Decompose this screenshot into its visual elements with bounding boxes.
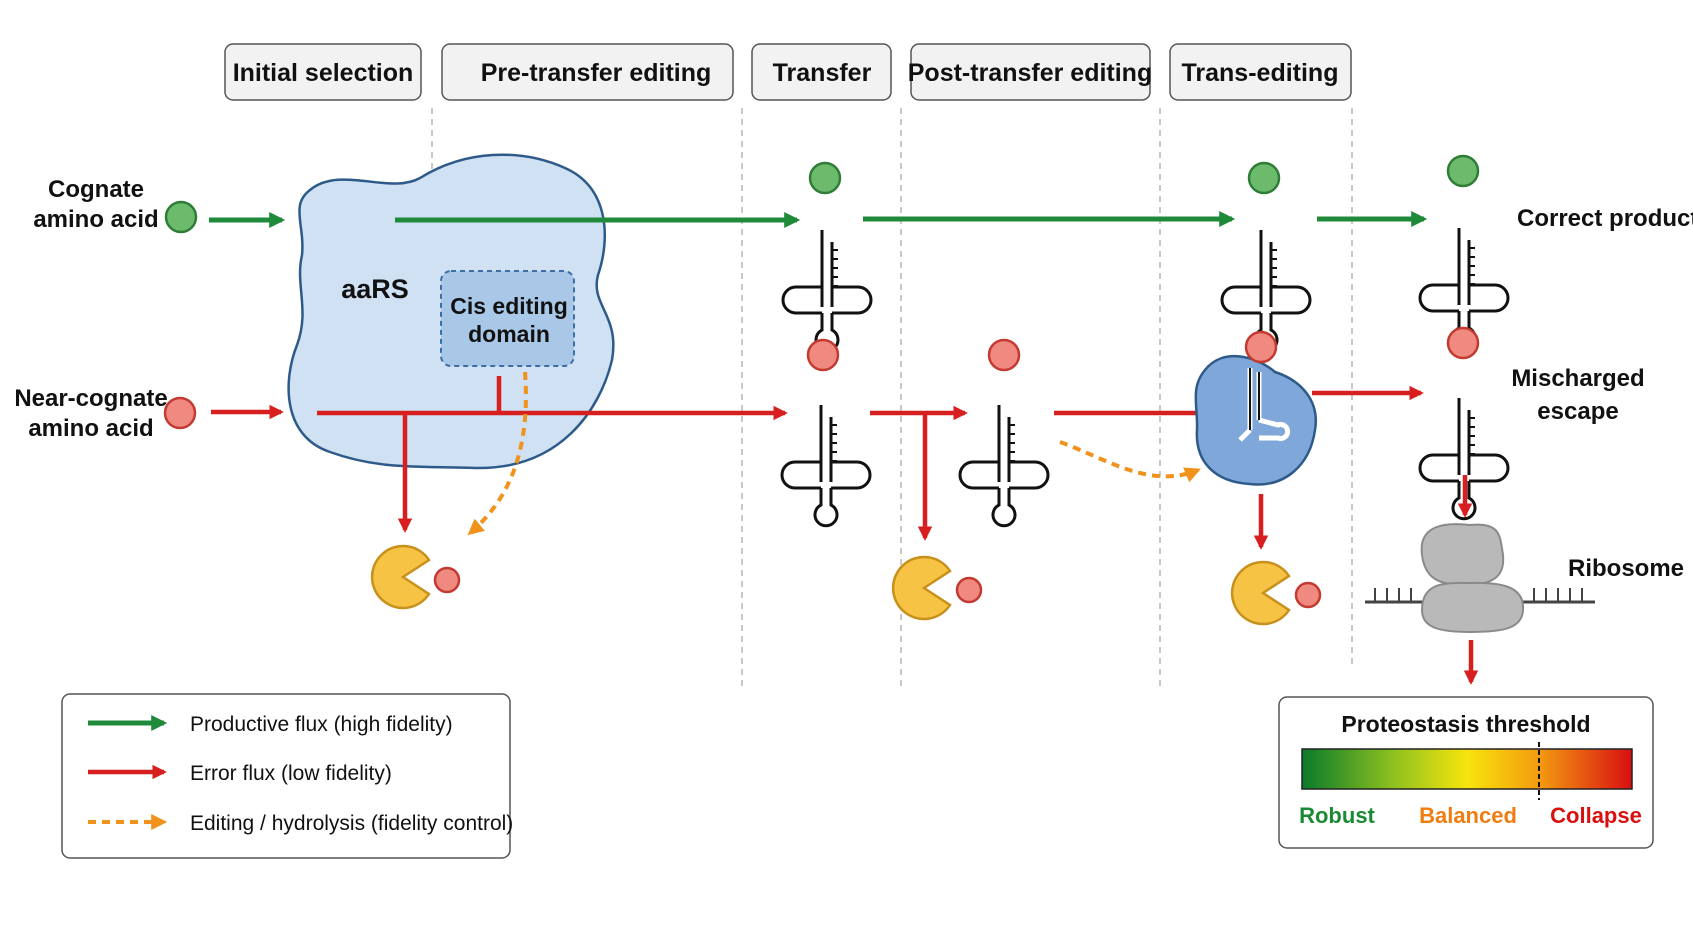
stage-label-post-transfer-editing: Post-transfer editing <box>908 59 1152 87</box>
trna-icon <box>781 228 873 353</box>
threshold-collapse-label: Collapse <box>1550 803 1642 828</box>
stage-header-transfer: Transfer <box>751 43 892 101</box>
near-cognate-label-line2: amino acid <box>28 415 153 442</box>
stage-label-transfer: Transfer <box>773 59 872 87</box>
trans-editing-factor <box>1194 355 1318 486</box>
editing-flux-arrows <box>467 371 1201 536</box>
productive-flux-arrows <box>209 210 1428 229</box>
legend-productive-label: Productive flux (high fidelity) <box>190 713 453 736</box>
stage-header-post-transfer-editing: Post-transfer editing <box>908 43 1152 101</box>
near-cognate-amino-acid-icon <box>1446 326 1480 360</box>
stage-header-pre-transfer-editing: Pre-transfer editing <box>441 43 734 101</box>
proteostasis-threshold-panel: Proteostasis threshold Robust Balanced C… <box>1278 696 1654 849</box>
cognate-label-line2: amino acid <box>33 206 158 233</box>
released-amino-acid-icon <box>955 576 983 604</box>
cis-editing-label-line1: Cis editing <box>450 293 568 319</box>
cis-editing-domain <box>440 270 575 367</box>
stage-header-trans-editing: Trans-editing <box>1169 43 1352 101</box>
near-cognate-amino-acid-icon <box>806 338 840 372</box>
hydrolysis-pacman-icon <box>891 555 952 621</box>
mischarged-label-line1: Mischarged <box>1511 365 1644 392</box>
near-cognate-amino-acid-icon <box>1244 330 1278 364</box>
threshold-balanced-label: Balanced <box>1419 803 1517 828</box>
threshold-robust-label: Robust <box>1299 803 1375 828</box>
legend: Productive flux (high fidelity) Error fl… <box>61 693 513 859</box>
cognate-amino-acid-icon <box>1446 154 1480 188</box>
aars-label: aaRS <box>341 274 409 304</box>
threshold-title: Proteostasis threshold <box>1341 711 1590 737</box>
ribosome-label: Ribosome <box>1568 555 1684 582</box>
stage-label-pre-transfer-editing: Pre-transfer editing <box>481 59 712 87</box>
ribosome-icon <box>1365 523 1595 634</box>
cognate-amino-acid-icon <box>808 161 842 195</box>
stage-header-initial-selection: Initial selection <box>224 43 422 101</box>
mischarged-label-line2: escape <box>1537 398 1618 425</box>
cognate-label-line1: Cognate <box>48 176 144 203</box>
released-amino-acid-icon <box>1294 581 1322 609</box>
trna-icon <box>780 403 872 528</box>
near-cognate-amino-acid-icon <box>163 396 197 430</box>
stage-label-trans-editing: Trans-editing <box>1182 59 1339 87</box>
hydrolysis-pacman-icon <box>1230 560 1291 626</box>
near-cognate-label-line1: Near-cognate <box>14 385 167 412</box>
legend-editing-label: Editing / hydrolysis (fidelity control) <box>190 812 513 835</box>
stage-label-initial-selection: Initial selection <box>233 59 414 87</box>
trna-icon <box>958 403 1050 528</box>
error-flux-arrows <box>211 376 1479 685</box>
hydrolysis-pacman-icon <box>370 544 431 610</box>
threshold-gradient-bar <box>1301 748 1633 790</box>
cognate-amino-acid-icon <box>164 200 198 234</box>
released-amino-acid-icon <box>433 566 461 594</box>
legend-error-label: Error flux (low fidelity) <box>190 762 392 785</box>
orange-arrow-cis-editing <box>467 371 528 536</box>
cognate-amino-acid-icon <box>1247 161 1281 195</box>
correct-product-label: Correct product <box>1517 205 1693 232</box>
near-cognate-amino-acid-icon <box>987 338 1021 372</box>
cis-editing-label-line2: domain <box>468 321 550 347</box>
orange-arrow-trans-editing <box>1059 440 1201 483</box>
